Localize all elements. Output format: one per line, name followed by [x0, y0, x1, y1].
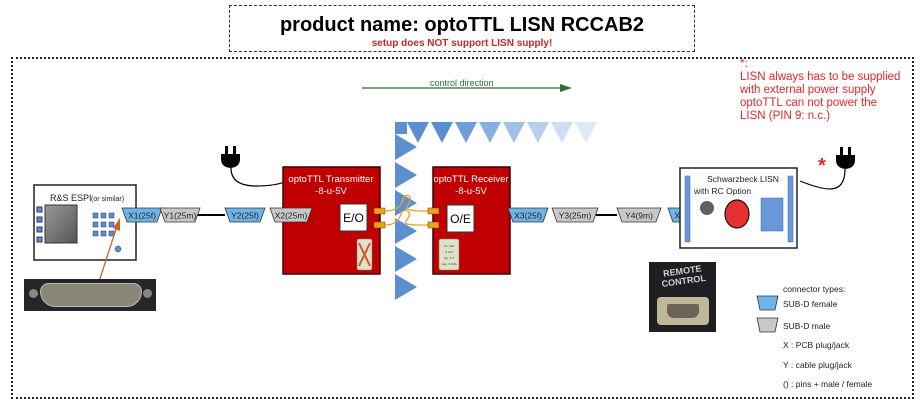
- legend-male-swatch: [756, 317, 779, 333]
- legend-note-y: Y : cable plug/jack: [783, 360, 852, 370]
- connector-label: X1(25f): [128, 211, 156, 221]
- legend-note-x: X : PCB plug/jack: [783, 340, 850, 350]
- analyzer-device: R&S ESPI (or similar): [33, 184, 137, 261]
- connector-label: Y4(9m): [625, 211, 653, 221]
- connector-label: Y1(25m): [164, 211, 197, 221]
- analyzer-qualifier: (or similar): [91, 196, 124, 203]
- lisn-power-plug-icon: [799, 147, 855, 190]
- connector-label: Y3(25m): [559, 211, 592, 221]
- note-marker: *:: [740, 58, 748, 70]
- connector-x1: X1(25f): [121, 207, 163, 223]
- note-line: LISN always has to be supplied: [740, 71, 901, 83]
- note-line: with external power supply: [740, 84, 876, 96]
- control-direction-arrow: [362, 84, 572, 92]
- connector-x2: X2(25m): [269, 207, 313, 223]
- title-box: product name: optoTTL LISN RCCAB2 setup …: [229, 5, 695, 52]
- note-line: optoTTL can not power the: [740, 97, 878, 109]
- eo-converter: E/O: [343, 211, 364, 225]
- legend-male-label: SUB-D male: [783, 321, 831, 331]
- connector-label: X2(25m): [275, 211, 308, 221]
- svg-text:typ. 6 V: typ. 6 V: [444, 256, 454, 260]
- battery-icon: [438, 238, 460, 271]
- fiber-optic-cables: [384, 194, 430, 226]
- transmitter-variant: -8-u-5V: [315, 186, 347, 197]
- legend-female-label: SUB-D female: [783, 299, 838, 309]
- subd25-connector-photo: [24, 279, 156, 311]
- connector-y4: Y4(9m): [616, 207, 662, 223]
- product-title: product name: optoTTL LISN RCCAB2: [279, 14, 645, 36]
- transmitter-name: optoTTL Transmitter: [288, 174, 373, 185]
- supply-warning: setup does NOT support LISN supply!: [371, 38, 553, 49]
- connector-label: Y2(25f): [231, 211, 259, 221]
- control-direction-label: control direction: [430, 78, 494, 88]
- note-line: LISN (PIN 9: n.c.): [740, 110, 831, 122]
- legend-title: connector types:: [783, 284, 846, 294]
- lisn-supply-marker: *: [818, 155, 826, 177]
- connector-label: X3(25f): [514, 211, 542, 221]
- svg-text:5 cell: 5 cell: [445, 250, 452, 254]
- connector-y2: Y2(25f): [224, 207, 266, 223]
- legend-note-parens: () : pins + male / female: [783, 379, 873, 389]
- lisn-name: Schwarzbeck LISN: [707, 174, 779, 184]
- receiver-name: optoTTL Receiver: [433, 174, 508, 185]
- diagram-frame: [11, 57, 914, 399]
- lisn-device: Schwarzbeck LISN with RC Option: [679, 167, 798, 249]
- shield-wall-vertical: [395, 134, 417, 300]
- x1-pointer-arrow: [96, 225, 118, 289]
- analyzer-name: R&S ESPI: [50, 193, 92, 203]
- transmitter-power-plug-icon: [221, 146, 288, 187]
- svg-text:Cap. 0.8Ah: Cap. 0.8Ah: [441, 262, 456, 266]
- oe-converter: O/E: [450, 212, 471, 226]
- receiver-variant: -8-u-5V: [455, 186, 487, 197]
- legend-female-swatch: [756, 295, 779, 311]
- remote-control-photo: REMOTE CONTROL: [649, 262, 716, 332]
- connector-y1: Y1(25m): [159, 207, 201, 223]
- svg-text:int. batt: int. batt: [444, 244, 454, 248]
- connector-x3: X3(25f): [507, 207, 549, 223]
- connector-y3: Y3(25m): [551, 207, 599, 223]
- lisn-option: with RC Option: [693, 186, 751, 196]
- receiver-device: optoTTL Receiver -8-u-5V O/E int. batt 5…: [427, 166, 511, 275]
- shield-wall-top: [395, 122, 597, 143]
- lisn-supply-note: *: LISN always has to be supplied with e…: [740, 58, 918, 123]
